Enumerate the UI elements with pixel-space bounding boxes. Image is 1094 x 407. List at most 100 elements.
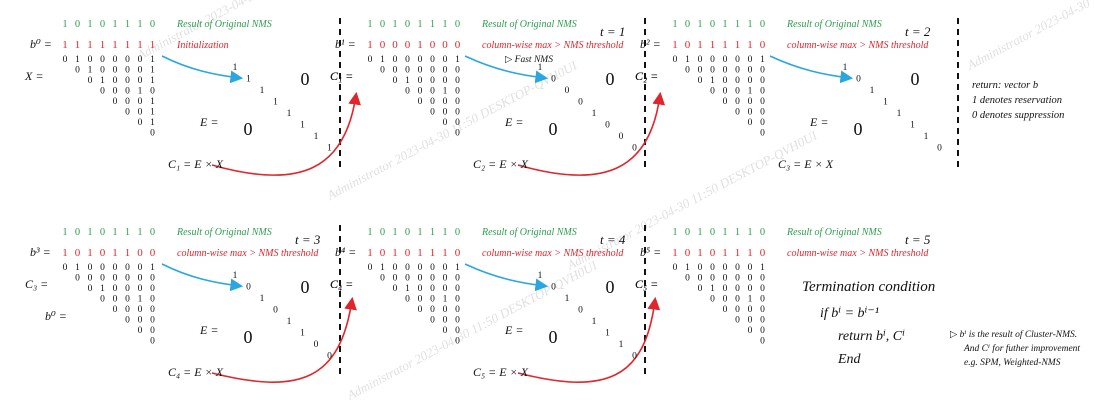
formula: C₄ = E × X	[168, 365, 224, 379]
step-caption: column-wise max > NMS threshold	[177, 248, 319, 259]
b-label: b³ =	[30, 245, 51, 259]
matrix-cell: 0	[735, 55, 740, 65]
diag-entry: 1	[300, 329, 305, 339]
matrix-cell: 0	[455, 87, 460, 97]
matrix-cell: 0	[443, 274, 448, 284]
e-label: E =	[504, 323, 523, 337]
matrix-cell: 0	[443, 118, 448, 128]
matrix-cell: 1	[150, 76, 155, 86]
diag-entry: 1	[327, 144, 332, 154]
diag-entry: 1	[260, 294, 265, 304]
matrix-cell: 1	[760, 55, 765, 65]
matrix-cell: 0	[443, 66, 448, 76]
b-digit: 0	[100, 247, 106, 259]
matrix-cell: 0	[63, 263, 68, 273]
matrix-cell: 0	[735, 316, 740, 326]
flow-arrow	[517, 296, 661, 383]
diag-entry: 1	[883, 98, 888, 108]
b-digit: 1	[735, 247, 741, 259]
b-digit: 0	[760, 39, 766, 51]
return-line: return: vector b	[972, 80, 1038, 91]
b-digit: 1	[367, 247, 373, 259]
matrix-cell: 1	[748, 295, 753, 305]
b-label: b⁰ =	[45, 309, 67, 323]
matrix-cell: 0	[418, 76, 423, 86]
orig-nms-digit: 1	[125, 227, 130, 238]
matrix-cell: 0	[455, 274, 460, 284]
b-digit: 0	[442, 39, 448, 51]
matrix-cell: 0	[723, 97, 728, 107]
step-caption: Initialization	[176, 40, 229, 51]
result-label: Result of Original NMS	[786, 19, 882, 30]
step-caption: column-wise max > NMS threshold	[787, 248, 929, 259]
b-digit: 0	[380, 247, 386, 259]
orig-nms-digit: 0	[100, 19, 105, 30]
orig-nms-digit: 1	[430, 19, 435, 30]
blue-arrow	[464, 55, 549, 84]
orig-nms-digit: 1	[112, 227, 117, 238]
diag-entry: 1	[870, 86, 875, 96]
matrix-cell: 0	[710, 274, 715, 284]
matrix-cell: 0	[150, 129, 155, 139]
diag-entry: 0	[632, 144, 637, 154]
matrix-cell: 0	[393, 284, 398, 294]
matrix-cell: 0	[150, 305, 155, 315]
matrix-cell: 0	[138, 263, 143, 273]
matrix-cell: 0	[418, 87, 423, 97]
matrix-label: C₂ =	[635, 69, 658, 83]
result-label: Result of Original NMS	[481, 227, 577, 238]
b-digit: 0	[150, 247, 156, 259]
matrix-cell: 0	[418, 274, 423, 284]
matrix-cell: 0	[760, 87, 765, 97]
b-digit: 0	[392, 39, 398, 51]
matrix-cell: 0	[430, 274, 435, 284]
diag-entry: 0	[246, 283, 251, 293]
termination-return: return bⁱ, Cⁱ	[838, 329, 905, 344]
return-box: return: vector b 1 denotes reservation 0…	[972, 80, 1064, 121]
matrix-cell: 0	[723, 87, 728, 97]
matrix-cell: 0	[748, 55, 753, 65]
matrix-cell: 0	[443, 263, 448, 273]
orig-nms-digit: 1	[672, 19, 677, 30]
matrix-cell: 1	[150, 66, 155, 76]
matrix-cell: 0	[455, 316, 460, 326]
matrix-cell: 0	[710, 263, 715, 273]
matrix-cell: 0	[748, 263, 753, 273]
matrix-cell: 0	[430, 284, 435, 294]
t-label: t = 2	[905, 24, 931, 39]
matrix-cell: 1	[100, 76, 105, 86]
diag-entry: 1	[538, 271, 543, 281]
e-label: E =	[199, 115, 218, 129]
orig-nms-digit: 0	[75, 227, 80, 238]
matrix-cell: 0	[100, 55, 105, 65]
matrix-cell: 0	[748, 284, 753, 294]
formula: C₃ = E × X	[778, 157, 834, 171]
matrix-cell: 0	[125, 66, 130, 76]
watermark-text: Administrator 2023-04-30 11:50 DESKTOP-Q…	[133, 0, 389, 63]
matrix-cell: 0	[710, 66, 715, 76]
matrix-cell: 0	[710, 87, 715, 97]
b-digit: 1	[100, 39, 106, 51]
matrix-cell: 0	[698, 55, 703, 65]
matrix-cell: 0	[735, 76, 740, 86]
matrix-cell: 0	[430, 87, 435, 97]
matrix-cell: 1	[748, 87, 753, 97]
connector-arrows	[211, 91, 666, 383]
matrix-cell: 0	[748, 76, 753, 86]
matrix-cell: 0	[698, 274, 703, 284]
matrix-label: X =	[24, 69, 43, 83]
diag-entry: 0	[327, 352, 332, 362]
result-label: Result of Original NMS	[176, 227, 272, 238]
b-digit: 1	[367, 39, 373, 51]
orig-nms-digit: 1	[417, 19, 422, 30]
diag-entry: 0	[578, 306, 583, 316]
orig-nms-digit: 1	[367, 227, 372, 238]
b-digit: 1	[710, 39, 716, 51]
matrix-cell: 0	[455, 337, 460, 347]
matrix-cell: 1	[443, 295, 448, 305]
matrix-cell: 0	[150, 337, 155, 347]
matrix-cell: 0	[698, 284, 703, 294]
matrix-cell: 0	[430, 55, 435, 65]
orig-nms-digit: 0	[710, 19, 715, 30]
b-digit: 0	[430, 39, 436, 51]
